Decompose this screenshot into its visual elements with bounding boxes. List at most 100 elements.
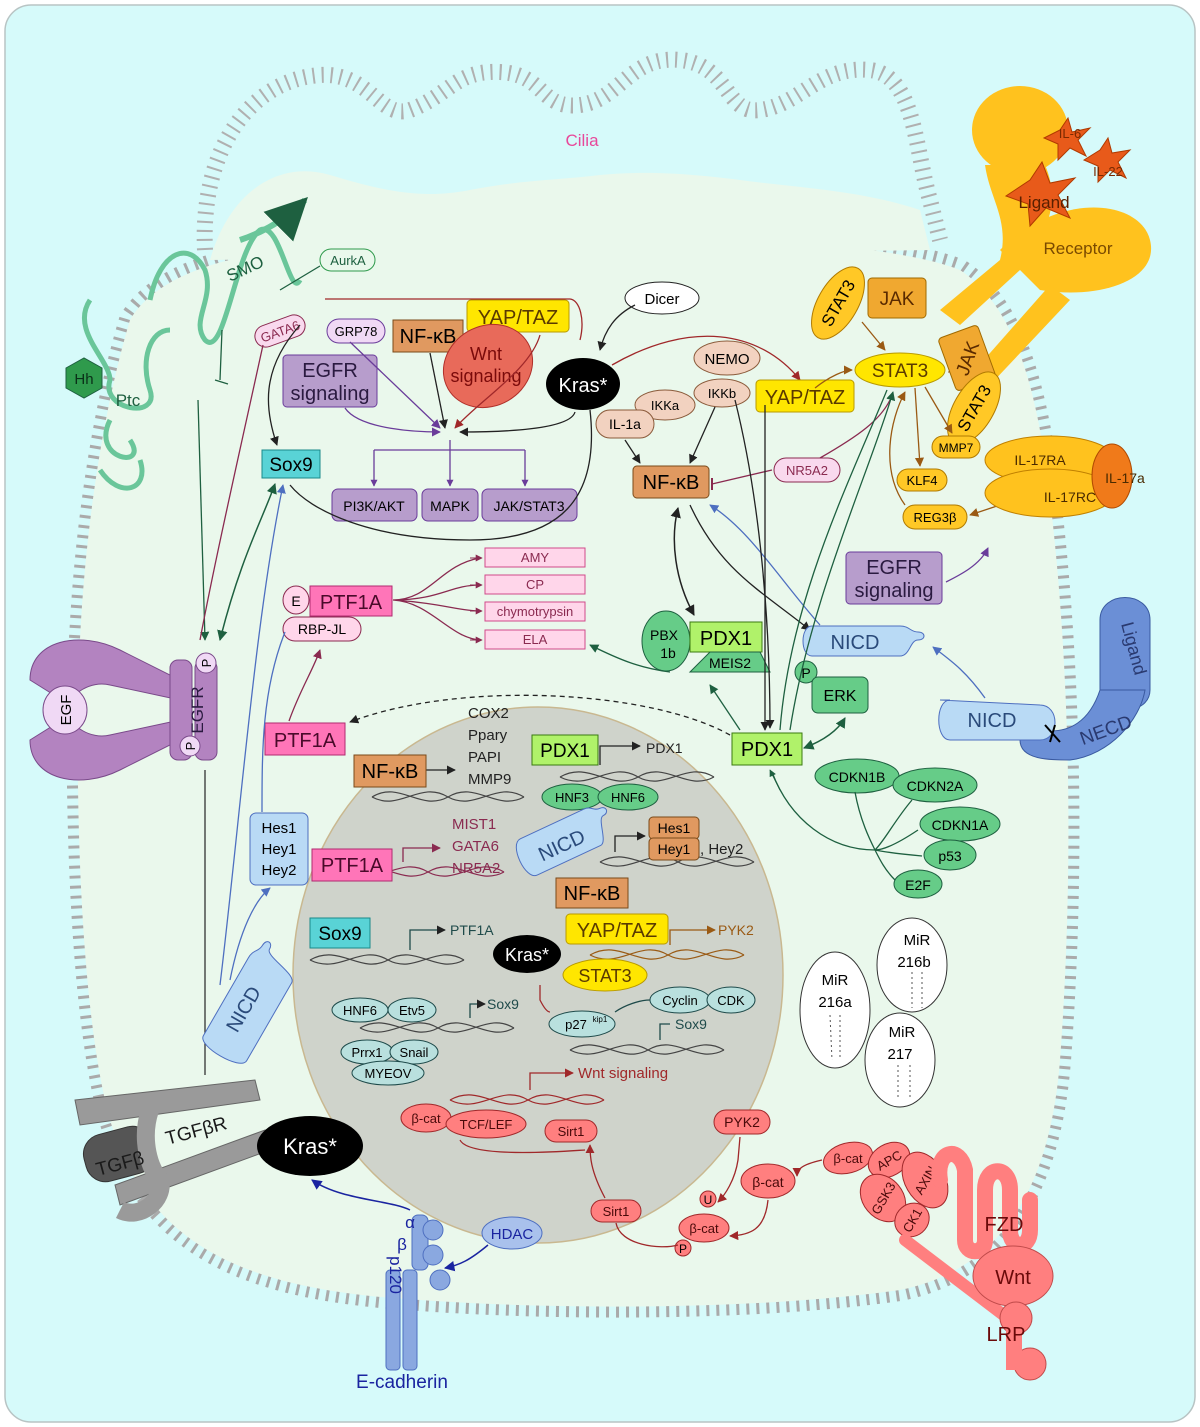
il17-receptor (984, 435, 1133, 518)
p120-label: p120 (386, 1256, 405, 1294)
u-node (699, 1190, 717, 1208)
snail-node (389, 1039, 439, 1065)
pdx1-top-label: PDX1 (700, 628, 752, 650)
mir216a-label-1: MiR (822, 972, 849, 989)
mir216a-node (799, 951, 871, 1069)
nicd-n-label: NICD (968, 710, 1017, 732)
hh-hexagon (65, 357, 103, 399)
n-stat3-node (562, 958, 648, 992)
tcflef-label: TCF/LEF (460, 1117, 513, 1132)
e2f-node (893, 869, 943, 899)
ecad-label: E-cadherin (356, 1372, 448, 1393)
nucleus-content: COX2 Ppary PAPI MMP9 NF-κB PDX1 PDX1 HNF… (309, 705, 756, 1154)
n-sirt1-node (544, 1119, 598, 1143)
sox9-label: Sox9 (269, 455, 312, 476)
jakstat-label: JAK/STAT3 (493, 498, 564, 514)
hes1-label: Hes1 (261, 820, 296, 837)
stat3-left-node (811, 266, 865, 340)
myeov-label: MYEOV (365, 1066, 412, 1081)
mir216a-label-2: 216a (818, 994, 852, 1011)
p2-label: P (183, 742, 198, 751)
egfr-signaling-2-label-2: signaling (855, 580, 934, 602)
n-stat3-label: STAT3 (578, 966, 631, 986)
cp-node (484, 574, 586, 595)
bcat-1-node (740, 1163, 796, 1199)
cdkn1a-label: CDKN1A (932, 817, 989, 833)
ptf1a-left-node (264, 722, 346, 756)
egf-label: EGF (58, 695, 75, 726)
il22-star (1082, 136, 1132, 184)
u-label: U (704, 1193, 713, 1207)
nicd-notch-node (938, 699, 1056, 741)
cyclin-label: Cyclin (662, 993, 697, 1008)
hes-hey-node (249, 812, 309, 886)
gata6-node (254, 314, 306, 348)
cdk-node (706, 986, 756, 1014)
egfr-label: EGFR (188, 686, 207, 733)
e-cadherin (385, 1214, 451, 1371)
nicd-low-node (202, 941, 293, 1064)
nemo-node (693, 340, 761, 376)
hnf6b-label: HNF6 (343, 1003, 377, 1018)
nr5a2-n-label: NR5A2 (452, 860, 500, 877)
kras-low-node (257, 1116, 363, 1176)
receptor-label: Receptor (1044, 239, 1113, 258)
pyk2-c-label: PYK2 (724, 1114, 760, 1130)
meis2-label: MEIS2 (709, 655, 751, 671)
etv5-label: Etv5 (399, 1003, 425, 1018)
grp78-node (326, 318, 386, 344)
cp-label: CP (526, 577, 544, 592)
scissors-icon (1044, 724, 1061, 743)
bcat-1-label: β-cat (752, 1174, 784, 1190)
dicer-label: Dicer (644, 291, 679, 308)
mapk-label: MAPK (430, 498, 470, 514)
n-hey1-label: Hey1 (658, 841, 691, 857)
ikkb-node (693, 378, 751, 408)
n-kras-label: Kras* (505, 945, 549, 965)
nr5a2-node (773, 457, 841, 483)
kras-low-label: Kras* (283, 1134, 337, 1159)
n-nfkb-label: NF-κB (362, 761, 419, 783)
tgfb-receptor (74, 1079, 271, 1222)
grp78-label: GRP78 (335, 324, 378, 339)
nfkb-mid-label: NF-κB (643, 472, 700, 494)
papi-label: PAPI (468, 749, 501, 766)
hdac-label: HDAC (491, 1226, 534, 1243)
il17a-label: IL-17a (1105, 470, 1145, 486)
n-hes1-label: Hes1 (658, 820, 691, 836)
n-sirt1-label: Sirt1 (558, 1124, 585, 1139)
jak-left-label: JAK (880, 289, 915, 310)
amy-node (484, 547, 586, 568)
n-sox9-target-2: Sox9 (675, 1016, 707, 1032)
ikka-label: IKKa (651, 398, 680, 413)
wnt-signaling-label-2: signaling (450, 366, 521, 386)
cox2-label: COX2 (468, 705, 509, 722)
il17ra-label: IL-17RA (1014, 452, 1066, 468)
pbx-label: PBX (650, 627, 679, 643)
sirt1-c-label: Sirt1 (603, 1204, 630, 1219)
etv5-node (387, 997, 437, 1023)
gata6-n-label: GATA6 (452, 838, 499, 855)
mmp7-label: MMP7 (939, 441, 974, 455)
cdkn1b-label: CDKN1B (829, 769, 886, 785)
il17rc-label: IL-17RC (1044, 489, 1096, 505)
ela-label: ELA (523, 632, 548, 647)
n-pyk2-label: PYK2 (718, 922, 754, 938)
reg3b-node (902, 504, 968, 530)
bcat-2-label: β-cat (689, 1221, 719, 1236)
amy-label: AMY (521, 550, 550, 565)
hnf3-label: HNF3 (555, 790, 589, 805)
n-ptf1a-target: PTF1A (450, 922, 494, 938)
p1-node (195, 652, 217, 674)
ela-node (484, 629, 586, 650)
egfr-signaling-node (282, 354, 378, 408)
mir217-node (864, 1012, 936, 1108)
n-hey1-node (648, 837, 700, 861)
e-label: E (291, 593, 300, 609)
n-kras-node (493, 935, 561, 973)
nemo-label: NEMO (705, 351, 750, 368)
mist1-label: MIST1 (452, 816, 496, 833)
sirt1-c-node (590, 1199, 642, 1223)
hey2-label: Hey2 (261, 862, 296, 879)
egfr-signaling-label-1: EGFR (302, 360, 358, 382)
